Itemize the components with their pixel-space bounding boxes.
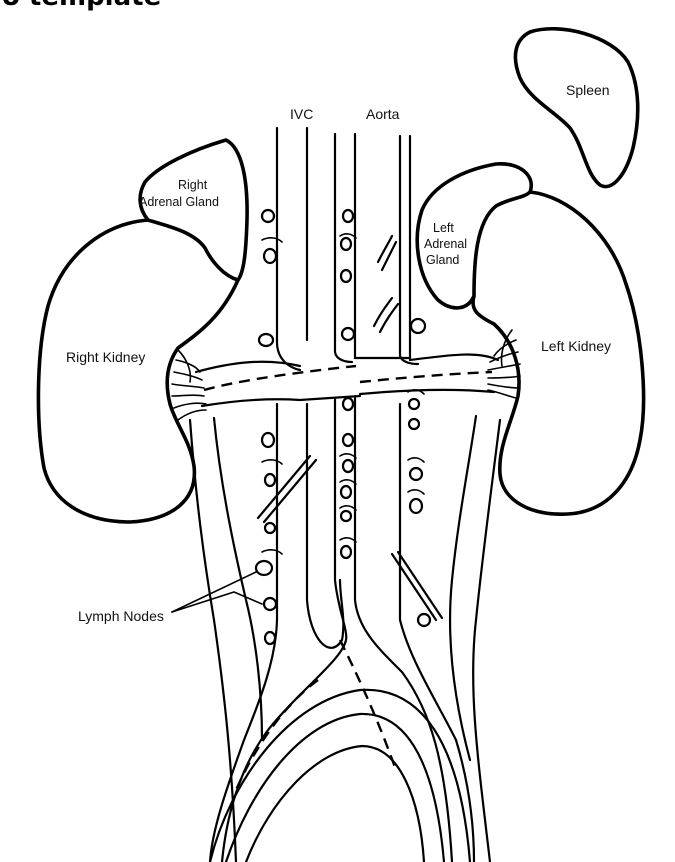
label-aorta: Aorta xyxy=(366,106,400,122)
right-renal-artery-dashed xyxy=(204,366,356,390)
ivc-slash-1 xyxy=(258,456,310,518)
aorta-hatch-3 xyxy=(374,298,392,326)
ivc-slash-2 xyxy=(264,460,316,522)
left-adrenal-outline xyxy=(417,164,531,308)
right-renal-vein-lower xyxy=(202,396,360,406)
left-renal-artery-dashed xyxy=(360,372,492,382)
label-right-adrenal-2: Adrenal Gland xyxy=(139,195,219,209)
left-gonadal xyxy=(450,416,476,760)
iliac-dashed-center xyxy=(340,640,396,770)
label-left-adrenal-1: Left xyxy=(433,221,454,235)
right-ureter xyxy=(190,420,236,862)
right-kidney-outline xyxy=(38,220,238,522)
label-right-adrenal-1: Right xyxy=(178,178,208,192)
left-renal-vein-lower xyxy=(360,390,494,394)
aorta-hatch-4 xyxy=(380,304,398,332)
right-gonadal xyxy=(214,418,262,740)
right-renal-hilum xyxy=(172,350,206,420)
pelvic-curve-3 xyxy=(246,746,424,862)
lymph-node-group xyxy=(256,210,430,644)
ivc-left-wall xyxy=(277,128,300,370)
aorta-slash-2 xyxy=(398,552,442,618)
label-left-adrenal-3: Gland xyxy=(426,253,459,267)
pelvic-curve-1 xyxy=(210,690,470,862)
pelvic-curve-2 xyxy=(226,714,444,862)
spleen-outline xyxy=(515,29,637,187)
right-renal-vein-upper xyxy=(196,362,300,372)
aorta-hatch-1 xyxy=(378,236,392,262)
label-right-kidney: Right Kidney xyxy=(66,349,145,365)
ivc-lower-right-wall xyxy=(307,404,343,648)
label-spleen: Spleen xyxy=(566,82,610,98)
left-ureter xyxy=(473,420,500,862)
label-lymph-nodes: Lymph Nodes xyxy=(78,608,164,624)
label-ivc: IVC xyxy=(290,106,313,122)
aorta-lower-left-wall xyxy=(222,398,346,862)
aorta-hatch-2 xyxy=(382,242,396,270)
aorta-slash-1 xyxy=(392,554,436,620)
label-left-adrenal-2: Adrenal xyxy=(424,237,467,251)
label-left-kidney: Left Kidney xyxy=(541,338,611,354)
right-adrenal-outline xyxy=(140,140,247,280)
left-renal-vein-upper xyxy=(410,355,498,360)
aorta-inner-wall xyxy=(355,134,410,358)
